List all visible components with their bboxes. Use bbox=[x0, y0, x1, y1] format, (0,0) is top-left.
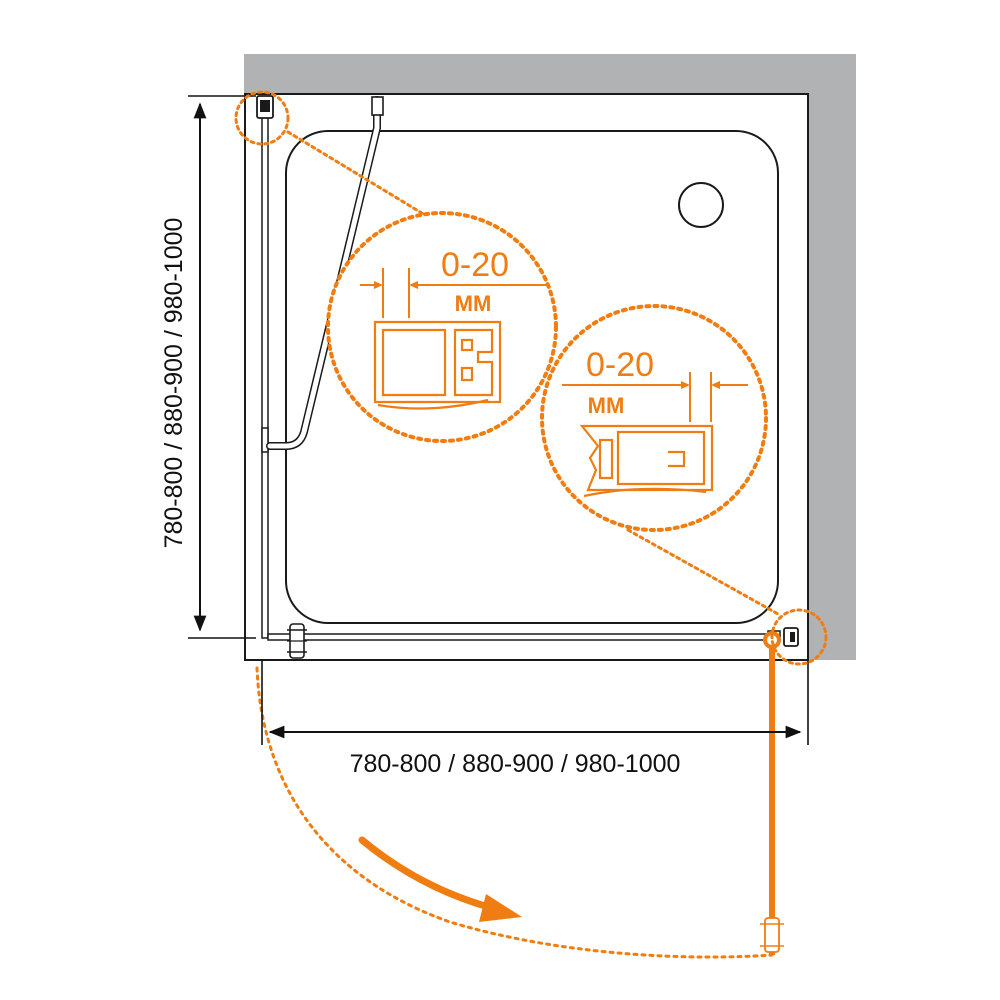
callout-left-range: 0-20 bbox=[441, 246, 509, 284]
fixed-side-panel bbox=[256, 95, 274, 639]
shower-tray-inner bbox=[285, 130, 779, 624]
stabilizer-bar bbox=[266, 96, 384, 450]
width-dimension: 780-800 / 880-900 / 980-1000 bbox=[261, 660, 809, 778]
callout-right: 0-20 ММ bbox=[540, 304, 768, 532]
leader-line-left bbox=[286, 130, 427, 217]
door-swing-arc bbox=[255, 666, 774, 959]
swing-direction-arrow bbox=[358, 836, 522, 922]
door-open-position bbox=[760, 631, 784, 955]
callout-left: 0-20 ММ bbox=[326, 211, 558, 443]
leader-line-right bbox=[626, 528, 780, 616]
door-handle-knob bbox=[287, 623, 307, 659]
detail-marker-bottom-right bbox=[770, 608, 828, 666]
callout-right-unit: ММ bbox=[588, 393, 625, 418]
callout-right-range: 0-20 bbox=[586, 346, 654, 384]
drain bbox=[678, 182, 724, 228]
detail-marker-top-left bbox=[234, 90, 290, 146]
height-dimension: 780-800 / 880-900 / 980-1000 bbox=[160, 95, 256, 639]
width-label: 780-800 / 880-900 / 980-1000 bbox=[350, 750, 681, 778]
height-label: 780-800 / 880-900 / 980-1000 bbox=[160, 218, 188, 549]
callout-left-unit: ММ bbox=[455, 291, 492, 316]
